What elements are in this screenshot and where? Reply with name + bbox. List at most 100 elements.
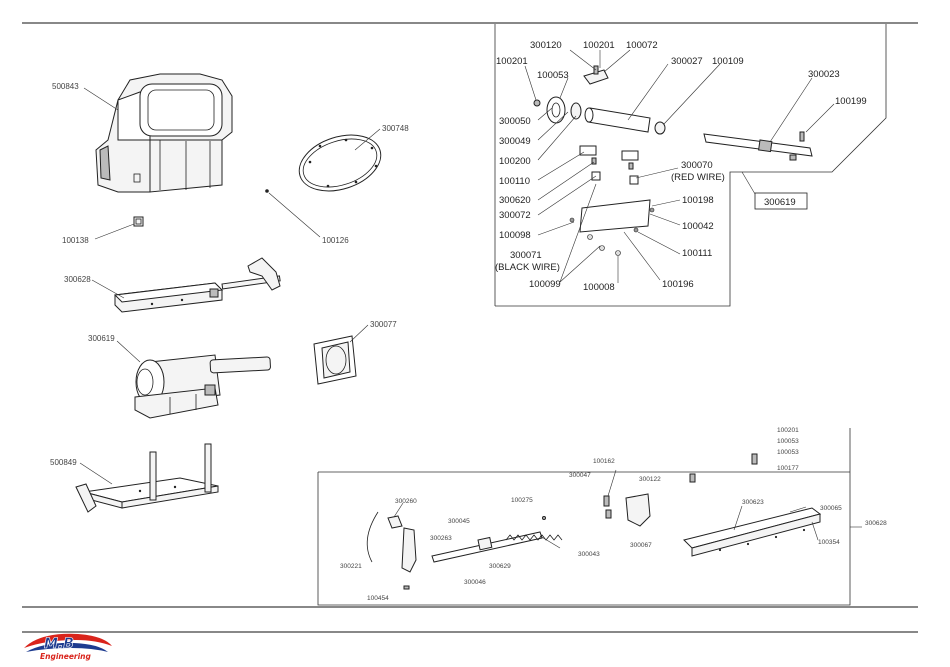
- label-100275: 100275: [511, 497, 533, 504]
- motor-detail-frame: [495, 24, 887, 307]
- label-500849: 500849: [50, 458, 77, 467]
- label-100162: 100162: [593, 458, 615, 465]
- mb-engineering-logo: M.B Engineering: [24, 633, 112, 661]
- rail-detail-frame: [317, 428, 851, 606]
- label-100053b-rail: 100053: [777, 449, 799, 456]
- label-300221: 300221: [340, 563, 362, 570]
- shaft-300023[interactable]: [703, 133, 813, 157]
- label-300067: 300067: [630, 542, 652, 549]
- plate-100198[interactable]: [579, 199, 651, 233]
- label-300263: 300263: [430, 535, 452, 542]
- label-300043: 300043: [578, 551, 600, 558]
- screw-100201-rail[interactable]: [751, 453, 758, 465]
- base-plate-500849[interactable]: [75, 443, 219, 513]
- rail-detail-parts: [366, 453, 822, 590]
- label-300047: 300047: [569, 472, 591, 479]
- rail-assembly-300628[interactable]: [113, 257, 281, 313]
- motor-detail-leaders: [524, 49, 835, 283]
- leader-500849: [79, 462, 113, 485]
- arm-300263[interactable]: [401, 527, 417, 573]
- bushing-100109[interactable]: [654, 121, 666, 135]
- block-300620[interactable]: [579, 145, 597, 156]
- label-300120: 300120: [530, 40, 562, 51]
- label-100008: 100008: [583, 282, 615, 293]
- label-100109: 100109: [712, 56, 744, 67]
- label-100199: 100199: [835, 96, 867, 107]
- label-300072: 300072: [499, 210, 531, 221]
- label-300628-overview: 300628: [64, 275, 91, 284]
- part-100275[interactable]: [542, 516, 546, 520]
- label-100201-rail: 100201: [777, 427, 799, 434]
- block-300070[interactable]: [621, 150, 639, 161]
- part-300047[interactable]: [603, 495, 610, 507]
- lever-300260[interactable]: [387, 515, 403, 529]
- logo-swoosh-red: [24, 633, 112, 648]
- label-100200: 100200: [499, 156, 531, 167]
- leader-500843: [83, 87, 119, 111]
- screw-100201-left[interactable]: [533, 99, 541, 107]
- spring-300043[interactable]: [505, 534, 563, 541]
- label-100201-left: 100201: [496, 56, 528, 67]
- label-black-wire: (BLACK WIRE): [495, 262, 560, 273]
- screw-100199[interactable]: [799, 131, 805, 142]
- label-500843: 500843: [52, 82, 79, 91]
- motor-assembly-300619[interactable]: [134, 354, 271, 419]
- tube-300027[interactable]: [587, 107, 651, 133]
- rail-detail-panel: 100201 100053 100053 100177 100162 30004…: [317, 427, 887, 606]
- label-300027: 300027: [671, 56, 703, 67]
- logo-top-text: M.B: [44, 636, 74, 652]
- label-300629: 300629: [489, 563, 511, 570]
- motor-detail-panel: 300619: [494, 24, 887, 307]
- leader-300077: [349, 324, 369, 343]
- label-100138: 100138: [62, 236, 89, 245]
- leader-300628-top: [91, 279, 125, 299]
- collar-300629[interactable]: [477, 536, 493, 551]
- label-100072-top: 100072: [626, 40, 658, 51]
- label-300071: 300071: [510, 250, 542, 261]
- leader-300619-overview: [116, 340, 141, 363]
- label-100454: 100454: [367, 595, 389, 602]
- overview-group: 500843 300748 100126 100138: [50, 73, 409, 513]
- reference-box-300619[interactable]: [754, 192, 808, 210]
- label-100198: 100198: [682, 195, 714, 206]
- logo-bottom-text: Engineering: [40, 652, 92, 661]
- rail-detail-labels: 100201 100053 100053 100177 100162 30004…: [340, 427, 887, 602]
- label-100201-top: 100201: [583, 40, 615, 51]
- rail-300623[interactable]: [683, 507, 822, 549]
- label-300050: 300050: [499, 116, 531, 127]
- label-100177: 100177: [777, 465, 799, 472]
- gasket-300748[interactable]: [292, 125, 388, 200]
- label-300748: 300748: [382, 124, 409, 133]
- label-300023: 300023: [808, 69, 840, 80]
- screw-100454[interactable]: [403, 585, 410, 590]
- label-300046: 300046: [464, 579, 486, 586]
- housing-500843[interactable]: [95, 73, 233, 193]
- label-100196: 100196: [662, 279, 694, 290]
- part-300122[interactable]: [689, 473, 696, 483]
- leader-300748: [354, 128, 381, 151]
- label-100099: 100099: [529, 279, 561, 290]
- label-300623: 300623: [742, 499, 764, 506]
- label-300077: 300077: [370, 320, 397, 329]
- label-300260: 300260: [395, 498, 417, 505]
- label-100354: 100354: [818, 539, 840, 546]
- part-100162[interactable]: [605, 509, 612, 519]
- label-100110: 100110: [499, 176, 530, 187]
- logo-swoosh-blue: [26, 642, 108, 652]
- label-100053: 100053: [537, 70, 569, 81]
- cup-300077[interactable]: [313, 335, 357, 385]
- bearing-100200[interactable]: [570, 102, 582, 120]
- label-100111: 100111: [682, 248, 712, 259]
- label-300620: 300620: [499, 195, 531, 206]
- label-300065: 300065: [820, 505, 842, 512]
- clip-100138[interactable]: [133, 216, 144, 227]
- motor-detail-labels: 300120 100201 100072 100201 100053 30002…: [495, 40, 867, 293]
- reference-box-label: 300619: [764, 197, 796, 208]
- label-300122: 300122: [639, 476, 661, 483]
- label-100098: 100098: [499, 230, 531, 241]
- label-300045: 300045: [448, 518, 470, 525]
- label-100053a-rail: 100053: [777, 438, 799, 445]
- screw-100126[interactable]: [265, 189, 269, 193]
- block-300067[interactable]: [625, 493, 651, 527]
